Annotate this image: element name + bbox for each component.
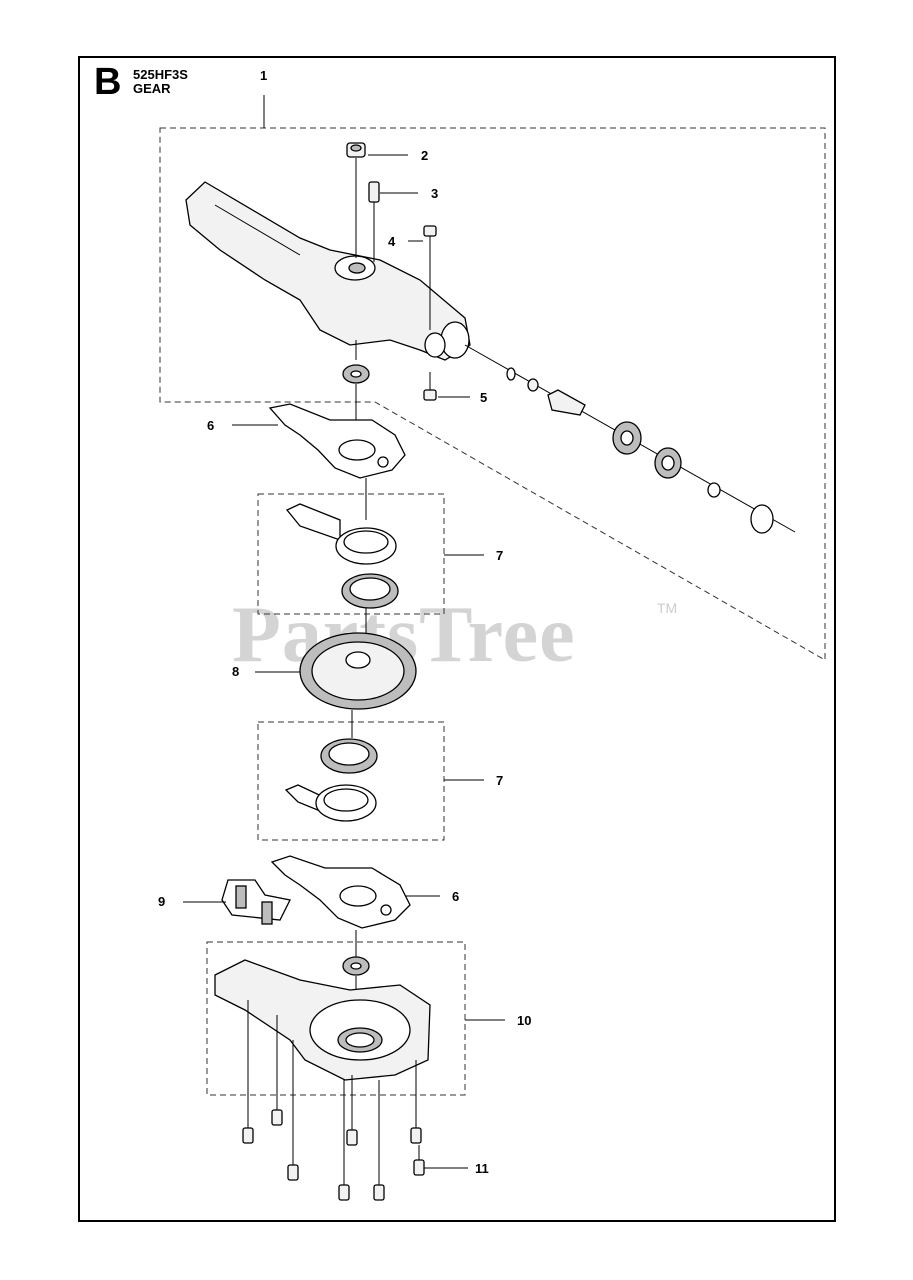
bearing-kit-upper — [285, 503, 399, 609]
screw-top — [423, 225, 437, 256]
screw-bottom — [423, 372, 437, 401]
gasket-upper — [268, 403, 406, 479]
gear-housing — [185, 181, 471, 361]
callout-4: 4 — [388, 234, 396, 249]
group-box-7-upper — [257, 493, 445, 615]
callout-1: 1 — [260, 68, 267, 83]
watermark-trademark: TM — [657, 600, 678, 616]
group-box-1 — [159, 127, 826, 661]
plug — [346, 142, 366, 158]
bearing-kit-lower — [284, 738, 378, 822]
callout-6-lower: 6 — [452, 889, 459, 904]
section-name: GEAR — [133, 81, 171, 96]
bearing-upper — [342, 364, 370, 384]
shaft-parts — [506, 367, 774, 534]
callout-8: 8 — [232, 664, 239, 679]
gear-cover — [214, 959, 431, 1081]
guide-bracket — [221, 879, 291, 925]
callout-7-lower: 7 — [496, 773, 503, 788]
model-number: 525HF3S — [133, 67, 188, 82]
callout-11: 11 — [475, 1161, 489, 1176]
bearing-lower — [342, 956, 370, 976]
callout-3: 3 — [431, 186, 438, 201]
bevel-gear — [299, 632, 417, 710]
section-letter: B — [94, 61, 122, 103]
callout-10: 10 — [517, 1013, 531, 1028]
group-box-7-lower — [257, 721, 445, 841]
grease-nipple — [368, 181, 380, 203]
cover-screws — [242, 1000, 425, 1201]
callout-7-upper: 7 — [496, 548, 503, 563]
group-box-10 — [206, 941, 466, 1096]
callout-5: 5 — [480, 390, 487, 405]
callout-9: 9 — [158, 894, 165, 909]
gasket-lower — [270, 855, 411, 929]
callout-6-upper: 6 — [207, 418, 214, 433]
diagram-frame — [78, 56, 836, 1222]
callout-2: 2 — [421, 148, 428, 163]
